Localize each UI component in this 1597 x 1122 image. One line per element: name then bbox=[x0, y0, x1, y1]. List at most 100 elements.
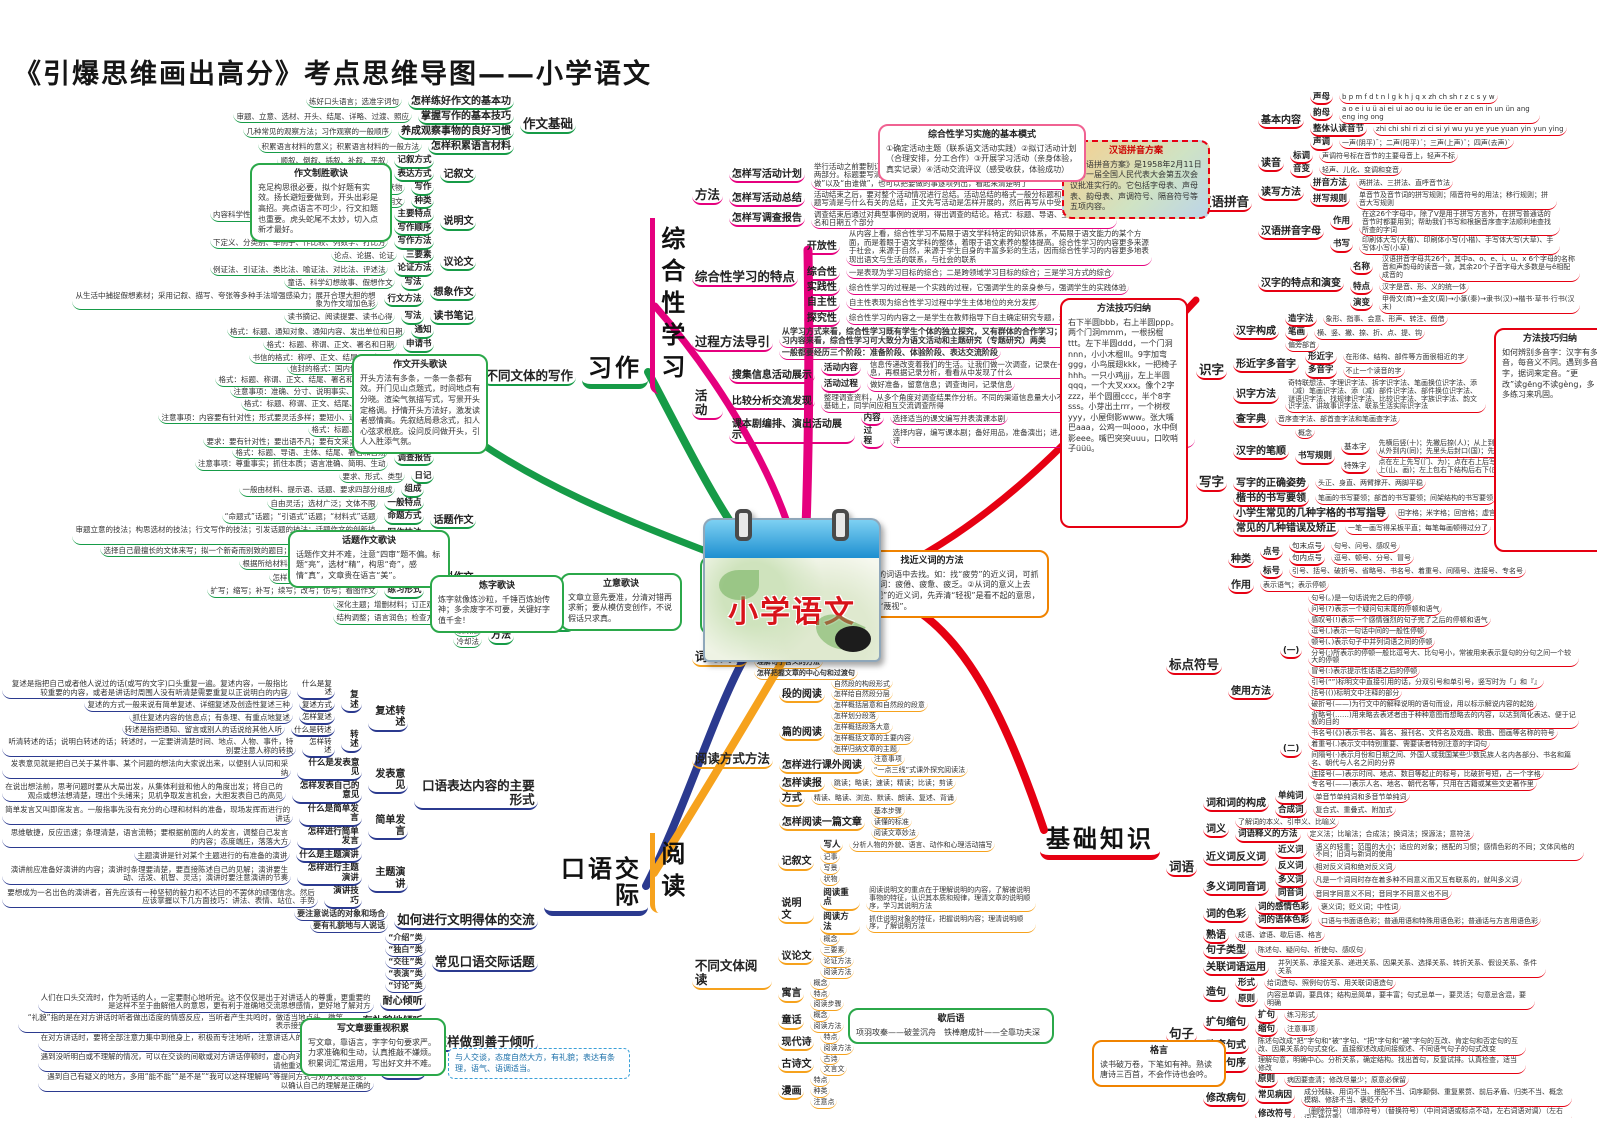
map-node-label: 常见病因 bbox=[1255, 1091, 1296, 1104]
map-node: 奇特联想法、字理识字法、拆字识字法、笔画换位识字法、添（减）笔画识字法、添（减）… bbox=[1285, 379, 1487, 414]
map-node-label: 寓言 bbox=[778, 988, 805, 1003]
map-node: 拼音方法两拼法、三拼法、直呼音节法 bbox=[1310, 178, 1557, 192]
map-node: 练习形式 bbox=[1284, 1012, 1319, 1023]
map-node: “交往”类 bbox=[385, 957, 426, 970]
map-node: 扩句缩句扩句练习形式缩句注意事项 bbox=[1203, 1010, 1572, 1038]
map-node-children: 写人分析人物的外貌、语言、动作和心理活动描写记事写景状物 bbox=[820, 840, 996, 886]
map-node: 基本步骤 bbox=[870, 808, 919, 819]
map-node-label: 整理调查资料，从多个角度对调查结果作分析。不同的渠道信息量大小不同，在个人调查的… bbox=[820, 393, 1127, 413]
map-node: 音同字同意义不同；音同字不同意义也不同 bbox=[1312, 890, 1452, 901]
calendar-body: 小学语文 bbox=[703, 558, 881, 662]
map-node: 口语表达内容的主要形式复述转述复述什么是复述复述是指把自己或者他人说过的话(或写… bbox=[2, 679, 538, 910]
map-node-children: 整理调查资料，从多个角度对调查结果作分析。不同的渠道信息量大小不同，在个人调查的… bbox=[820, 393, 1127, 413]
map-node-children: 自由灵活；选材广泛；文体不限 bbox=[267, 499, 379, 511]
map-node-label: 特点 bbox=[810, 990, 831, 1001]
map-node: 点在左上先写(门、为)；点在右上后写(犬、书)；下包上结构先上(山、画)；左上包… bbox=[1375, 458, 1577, 477]
map-node-label: 什么是复述 bbox=[296, 679, 335, 700]
map-node-label: 怎样给自然段分层 bbox=[830, 691, 893, 702]
map-node: 主题演讲什么是主题演讲主题演讲是针对某个主题进行的有准备的演讲怎样进行主题演讲演… bbox=[2, 850, 409, 910]
map-node-children: (一)句号(。)是一句话说完之后的停顿问号(?)表示一个疑问句末尾的停顿和语气感… bbox=[1280, 595, 1580, 792]
map-node-children: 基本字先横后竖(十)；先撇后捺(人)；从上到下(芬)；从左到右(到)；从外到内(… bbox=[1341, 439, 1577, 477]
map-node: 童话概念阅读方法 bbox=[778, 1011, 1036, 1033]
map-node-label: 阅读方法 bbox=[810, 1022, 845, 1033]
map-node-children: 选择适当的课文编写并表演课本剧 bbox=[889, 414, 1009, 426]
map-node: 多音字不止一个读音的字 bbox=[1305, 366, 1468, 379]
map-node-label: 跳读；略读；速读；精读；比读；剪读 bbox=[830, 779, 956, 791]
map-node-label: 田字格；米字格；回宫格；虚宫格 bbox=[1395, 509, 1507, 521]
map-node: 作文基础怎样练好作文的基本功练好口头语言；选准字词句掌握写作的基本技巧审题、立意… bbox=[233, 96, 576, 156]
map-node: 反义词相对反义词和绝对反义词 bbox=[1275, 862, 1584, 875]
map-node: 连接号(—)表示时间、地点、数目等起止的标号，比破折号短，占一个字格 bbox=[1308, 770, 1579, 781]
map-node: 格式：标题、称谓、正文、署名和日期 bbox=[263, 340, 397, 352]
map-node: 阅读方法抓住说明对象的特征，把握说明内容；理清说明顺序，了解说明方法 bbox=[820, 913, 1036, 936]
map-node: 组成一般由材料、提示语、话题、要求四部分组成 bbox=[239, 485, 425, 498]
map-node-label: 汉语拼音字母 bbox=[1258, 226, 1325, 241]
map-node: 单音节及音节词的拼写规则；隔音符号的用法；移行规则；拼音大写规则 bbox=[1356, 191, 1558, 210]
map-node-label: 综合性学习的内容之一是学生在教师指导下自主确定研究专题，进行探究的学习活动 bbox=[845, 314, 1130, 325]
map-node-label: 常见的几种错误及矫正 bbox=[1233, 523, 1340, 538]
map-node-label: 比较分析交流发现 bbox=[728, 396, 815, 411]
map-node-children: 什么是复述复述是指把自己或者他人说过的话(或写的文字)口头重复一遍。复述内容，一… bbox=[2, 679, 335, 725]
map-node-label: 一般都要经历三个阶段：准备阶段、体验阶段、表达交流阶段 bbox=[778, 348, 1001, 360]
map-node: 写法童话、科学幻想故事、假想作文 bbox=[284, 277, 425, 291]
map-node-label: 书写规则 bbox=[1295, 452, 1336, 465]
map-node: 着重号(.)表示文中特别重要、需要读者特别注意的字词句 bbox=[1308, 740, 1579, 751]
map-node-children: 跳读；略读；速读；精读；比读；剪读 bbox=[830, 779, 956, 791]
map-node: 理解句意，明确中心。分析关系，确定结构。找出首句，反复试排。认真检查，适当修改 bbox=[1255, 1056, 1527, 1075]
map-node: 缩句注意事项 bbox=[1255, 1024, 1319, 1038]
map-node-label: 做好准备，留意信息；调查询问，记录信息 bbox=[866, 381, 1016, 392]
map-node: 音变轻声、儿化、变调和变音 bbox=[1290, 165, 1458, 178]
map-node: 扩句练习形式 bbox=[1255, 1010, 1319, 1024]
map-node: 写景 bbox=[820, 864, 995, 876]
map-node-children: 练好口头语言；选准字词句 bbox=[305, 97, 402, 108]
map-node-children: 甲骨文(商)→金文(周)→小篆(秦)→隶书(汉)→楷书·草书·行书(汉末) bbox=[1379, 295, 1581, 314]
map-node-children: 口语与书面语色彩；普通用语和特殊用语色彩；普通话与方言用语色彩 bbox=[1318, 917, 1542, 928]
map-node: 笔画横、竖、撇、捺、折、点、提、钩 bbox=[1285, 328, 1448, 341]
map-node: 怎样复述抓住复述内容的信息点；有条理、有重点地复述 bbox=[129, 712, 335, 725]
map-node: 状物 bbox=[820, 875, 995, 886]
map-node-label: 省略号(……)用来略去表述者由于种种意图而想略去的内容，以达到简化表达、便于记叙… bbox=[1308, 711, 1580, 730]
map-node: 人们在口头交流时，作为听话的人，一定要耐心地听完。这不仅仅是出于对讲话人的尊重，… bbox=[37, 993, 374, 1013]
map-node-children: 几种常见的观察方法；习作观察的一般顺序 bbox=[243, 127, 392, 139]
map-node-label: 怎样进行简单发言 bbox=[297, 827, 362, 850]
map-node-label: 审题、立意、选材、开头、结尾、详略、过渡、照应 bbox=[233, 112, 412, 124]
map-node: 单音节单纯词和多音节单纯词 bbox=[1312, 793, 1410, 804]
map-node-label: 文言文 bbox=[820, 1066, 848, 1077]
map-node-label: 几种常见的观察方法；习作观察的一般顺序 bbox=[243, 127, 392, 139]
map-node: 转述是指把通知、留言或别人的话说给其他人听 bbox=[121, 725, 286, 737]
callout-title: 方法技巧归纳 bbox=[1096, 304, 1151, 314]
map-node: 象形、指事、会意、形声、转注、假借 bbox=[1322, 315, 1448, 327]
map-node: “一点三线”式课外探究阅读法 bbox=[870, 766, 969, 778]
map-node-label: 句号(。)是一句话说完之后的停顿 bbox=[1308, 595, 1415, 606]
map-node-label: 阅读 bbox=[650, 832, 686, 913]
map-node-label: 句末点号 bbox=[1289, 542, 1326, 554]
map-node-label: 两拼法、三拼法、直呼音节法 bbox=[1356, 179, 1454, 190]
map-node: 病因要查清；修改尽量少；原意必保留 bbox=[1284, 1076, 1410, 1087]
map-node-label: 凡是一个词同时存在着多种不同意义而又互有联系的，就叫多义词 bbox=[1312, 876, 1522, 887]
callout-hanyu-pinyin-fangan: 汉语拼音方案 《汉语拼音方案》是1958年2月11日由第一届全国人民代表大会第五… bbox=[1062, 140, 1210, 219]
map-node: 怎样概括文章的主要内容 bbox=[830, 734, 914, 745]
map-node-children: 发表意见就是把自己关于某件事、某个问题的想法向大家说出来，以便别人认同和采纳 bbox=[2, 760, 292, 780]
map-node-label: 阅读文章妙法 bbox=[870, 829, 919, 840]
map-node-label: 写景 bbox=[820, 864, 841, 876]
map-node: 自主性表现为综合性学习过程中学生主体地位的充分发挥 bbox=[845, 298, 1040, 310]
map-node: 要注意说话的对象和场合 bbox=[294, 909, 389, 922]
map-node: 结构调整；语言润色；检查方面 bbox=[333, 613, 445, 625]
map-node-label: 特点 bbox=[1350, 282, 1374, 296]
map-node-children: 古诗文言文 bbox=[820, 1055, 848, 1077]
map-node: 特点 bbox=[820, 1033, 854, 1044]
map-node-children: 给词造句、照例句仿写、用关联词语造句 bbox=[1264, 979, 1397, 991]
map-node-label: 甲骨文(商)→金文(周)→小篆(秦)→隶书(汉)→楷书·草书·行书(汉末) bbox=[1379, 295, 1581, 314]
map-node-children: 从学习方式来看，综合性学习既有学生个体的独立探究，又有群体的合作学习；从学习内容… bbox=[778, 327, 1085, 360]
map-node-label: 标点符号 bbox=[1166, 658, 1223, 676]
map-node-label: 演讲技巧 bbox=[323, 887, 362, 910]
map-node-label: 不止一个读音的字 bbox=[1342, 367, 1405, 378]
map-node-label: “独白”类 bbox=[385, 945, 426, 958]
map-node: 简单发言又叫即席发言。一般指事先没有充分的心理和材料的准备，现场发挥而进行的讲话 bbox=[2, 806, 294, 826]
map-node-label: 小学生常见的几种字格的书写指导 bbox=[1233, 508, 1390, 523]
map-node: 小学生常见的几种字格的书写指导田字格；米字格；回宫格；虚宫格 bbox=[1233, 508, 1577, 523]
map-node: 申请书格式：标题、称谓、正文、署名和日期 bbox=[263, 339, 435, 353]
map-node: 多义词同音词多义词凡是一个词同时存在着多种不同意义而又互有联系的，就叫多义词同音… bbox=[1203, 875, 1584, 902]
map-node: 注意事项 bbox=[1284, 1025, 1319, 1036]
